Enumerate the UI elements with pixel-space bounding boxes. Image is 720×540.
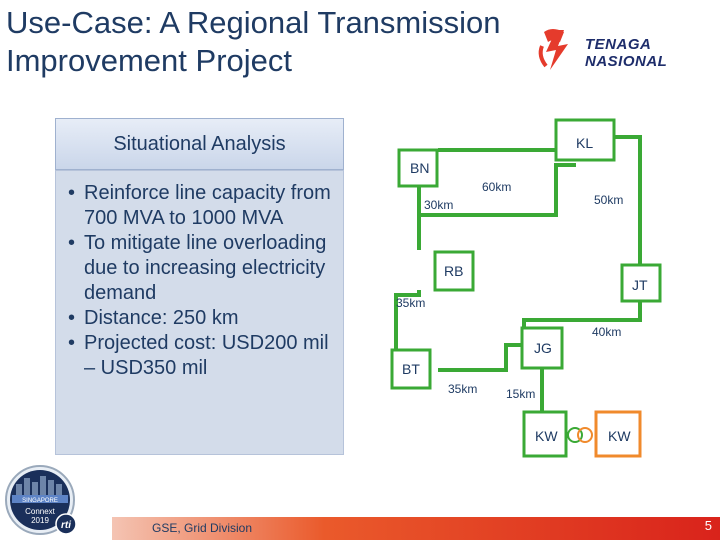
bullet-item: Reinforce line capacity from 700 MVA to … [66, 181, 335, 231]
node-kl [554, 118, 616, 162]
badge-brand: rti [61, 520, 71, 531]
node-label: JT [632, 277, 648, 293]
page-number: 5 [704, 518, 712, 533]
analysis-panel: Reinforce line capacity from 700 MVA to … [55, 170, 344, 455]
link-bt-jg [438, 343, 524, 372]
node-kw-green [522, 410, 568, 458]
footer-bar [112, 517, 720, 540]
node-jg [520, 326, 564, 370]
link-label: 15km [506, 387, 535, 401]
network-diagram: KL BN RB JT JG BT KW KW 60km 30km 50km 3… [390, 118, 662, 458]
conference-badge: SINGAPORE Connext 2019 rti [5, 465, 77, 535]
bullet-list: Reinforce line capacity from 700 MVA to … [66, 181, 335, 381]
node-label: BT [402, 361, 420, 377]
logo-text: TENAGA NASIONAL [585, 36, 667, 70]
link-label: 40km [592, 325, 621, 339]
slide-title: Use-Case: A Regional Transmission Improv… [6, 4, 566, 80]
rti-logo-icon [55, 513, 77, 535]
bullet-item: To mitigate line overloading due to incr… [66, 231, 335, 306]
link-label: 35km [396, 296, 425, 310]
bullet-item: Projected cost: USD200 mil – USD350 mil [66, 331, 335, 381]
badge-text: Connext [25, 507, 56, 516]
node-rb [433, 250, 475, 292]
node-label: RB [444, 263, 463, 279]
node-label: KL [576, 135, 593, 151]
badge-text: 2019 [31, 516, 49, 525]
link-label: 35km [448, 382, 477, 396]
node-label: JG [534, 340, 552, 356]
node-bt [390, 348, 432, 390]
node-kw-orange [594, 410, 642, 458]
node-label: BN [410, 160, 429, 176]
node-label: KW [608, 428, 631, 444]
slide-title-line1: Use-Case: A Regional Transmission [6, 5, 501, 40]
footer-text: GSE, Grid Division [152, 521, 253, 535]
link-rb-bt [394, 290, 421, 350]
link-label: 30km [424, 198, 453, 212]
bullet-item: Distance: 250 km [66, 306, 335, 331]
slide-title-line2: Improvement Project [6, 43, 292, 78]
panel-heading: Situational Analysis [55, 118, 344, 170]
link-label: 60km [482, 180, 511, 194]
node-jt [620, 263, 662, 303]
logo-line2: NASIONAL [585, 53, 668, 70]
transformer-icon [567, 427, 593, 443]
tenaga-nasional-logo: TENAGA NASIONAL [534, 26, 684, 78]
lightning-icon [538, 29, 568, 70]
node-bn [397, 148, 439, 188]
link-jt-jg [522, 295, 642, 330]
logo-line1: TENAGA [585, 36, 652, 53]
link-label: 50km [594, 193, 623, 207]
node-label: KW [535, 428, 558, 444]
badge-text: SINGAPORE [22, 498, 58, 504]
